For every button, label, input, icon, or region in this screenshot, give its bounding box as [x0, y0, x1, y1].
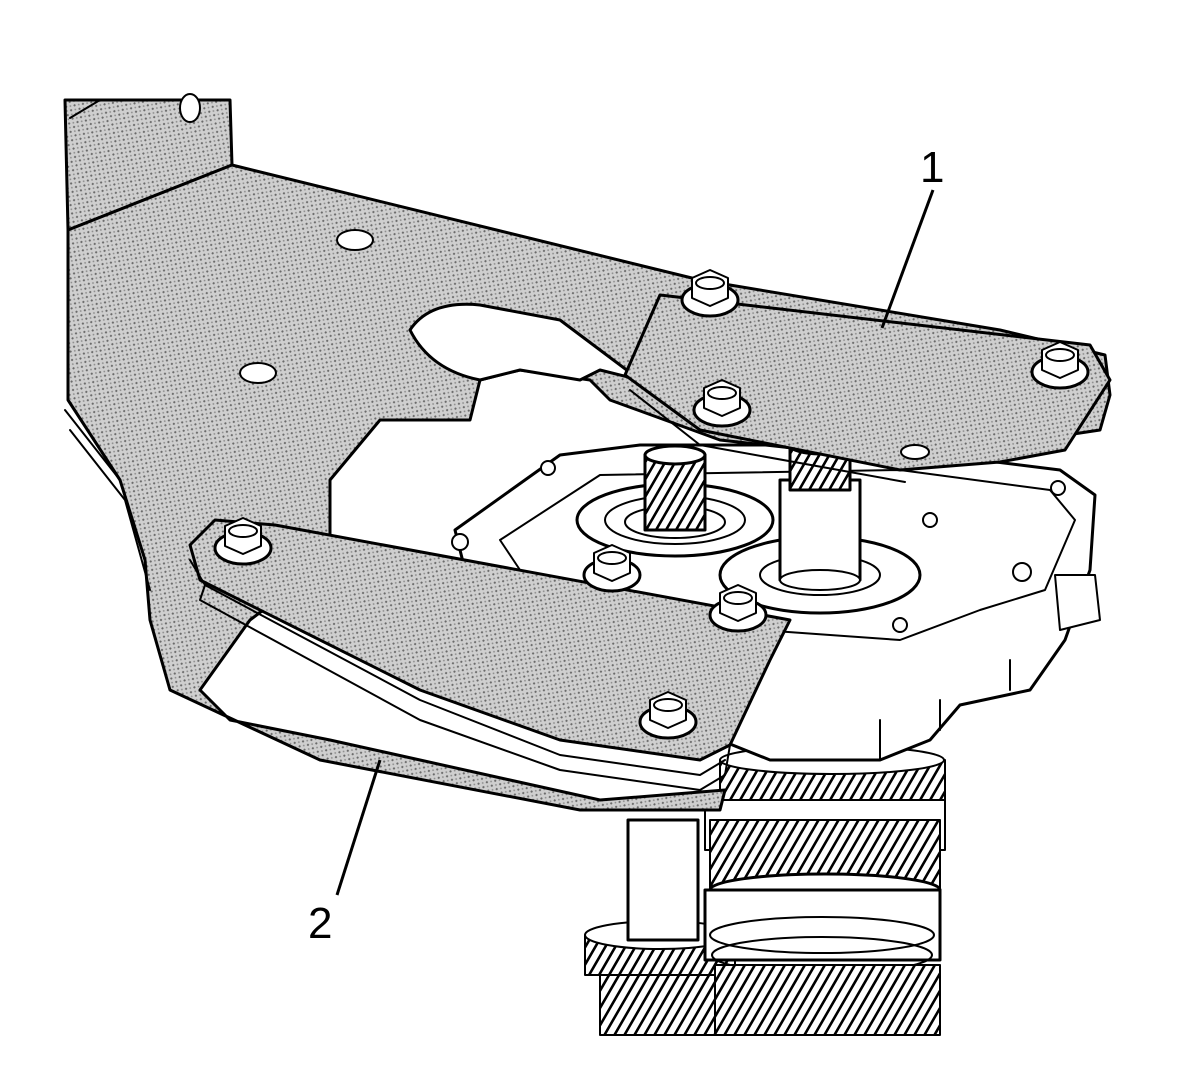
lower-support-plate: [188, 517, 792, 791]
leader-line: [880, 189, 935, 329]
bolt-icon: [213, 517, 273, 566]
bolt-icon: [582, 544, 642, 593]
callout-1: 1: [880, 143, 944, 329]
callout-2: 2: [308, 759, 382, 948]
bolt-icon: [1030, 341, 1090, 390]
upper-adapter-plate: [623, 269, 1112, 483]
callout-label-1: 1: [920, 143, 944, 192]
output-shaft-right: [718, 434, 922, 615]
callout-label-2: 2: [308, 899, 332, 948]
bolt-icon: [680, 269, 740, 318]
countershaft-gear: [584, 818, 736, 1036]
leader-line: [335, 759, 382, 896]
transmission-case: [451, 434, 1101, 762]
gear-stack: [584, 745, 946, 1036]
bolt-icon: [692, 379, 752, 428]
bolt-icon: [708, 584, 768, 633]
main-gear-cluster: [703, 745, 946, 1036]
output-shaft-left: [575, 444, 775, 558]
bolt-icon: [638, 691, 698, 740]
